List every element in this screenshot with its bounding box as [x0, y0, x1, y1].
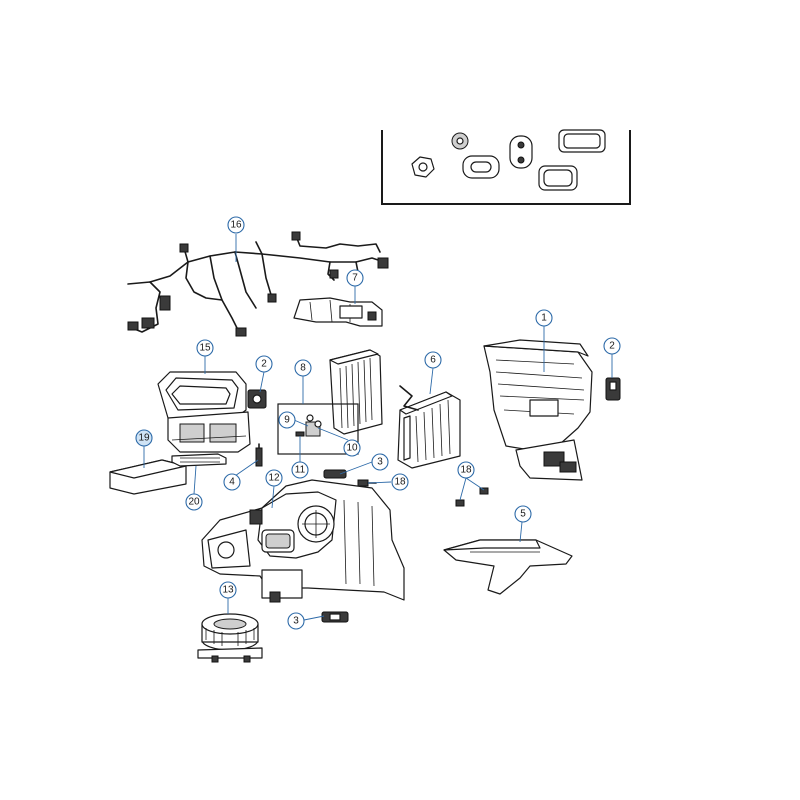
svg-text:3: 3 — [293, 616, 299, 627]
svg-text:19: 19 — [138, 433, 150, 444]
svg-text:2: 2 — [609, 341, 615, 352]
callout-3-lower: 3 — [287, 612, 305, 630]
expansion-valve-box — [277, 403, 359, 455]
floor-duct — [443, 539, 573, 595]
svg-text:20: 20 — [188, 497, 200, 508]
callout-6: 6 — [424, 351, 442, 369]
callout-9: 9 — [278, 411, 296, 429]
svg-text:10: 10 — [346, 443, 358, 454]
svg-text:2: 2 — [261, 359, 267, 370]
svg-text:18: 18 — [460, 465, 472, 476]
grommet-inset — [381, 129, 631, 205]
callout-2-left: 2 — [255, 355, 273, 373]
svg-text:11: 11 — [295, 465, 306, 476]
svg-text:6: 6 — [430, 355, 436, 366]
sensor-3-lower — [321, 611, 349, 623]
actuator-right — [605, 377, 621, 401]
callout-11: 11 — [291, 461, 309, 479]
callout-19: 19 — [135, 429, 153, 447]
evaporator-core — [329, 349, 383, 435]
callout-20: 20 — [185, 493, 203, 511]
callout-10: 10 — [343, 439, 361, 457]
svg-text:18: 18 — [394, 477, 406, 488]
svg-text:12: 12 — [268, 473, 280, 484]
cabin-air-filter — [109, 459, 187, 495]
hvac-main-case — [201, 479, 405, 603]
duct-bracket — [293, 297, 383, 327]
svg-text:3: 3 — [377, 457, 383, 468]
sensor-3-upper — [323, 469, 347, 479]
callout-16: 16 — [227, 216, 245, 234]
svg-text:5: 5 — [520, 509, 526, 520]
svg-text:16: 16 — [230, 220, 242, 231]
heater-core — [397, 385, 461, 469]
temperature-sensor — [255, 443, 263, 467]
callout-4: 4 — [223, 473, 241, 491]
actuator-left — [247, 389, 267, 409]
svg-text:1: 1 — [541, 313, 547, 324]
callout-3-upper: 3 — [371, 453, 389, 471]
wiring-harness — [127, 231, 389, 337]
air-distribution-housing — [483, 339, 593, 481]
callout-13: 13 — [219, 581, 237, 599]
callout-5: 5 — [514, 505, 532, 523]
callout-2-right: 2 — [603, 337, 621, 355]
svg-text:7: 7 — [352, 273, 358, 284]
blower-motor — [197, 613, 263, 663]
callout-18-right: 18 — [391, 473, 409, 491]
svg-text:4: 4 — [229, 477, 235, 488]
svg-text:8: 8 — [300, 363, 306, 374]
svg-text:15: 15 — [199, 343, 211, 354]
svg-text:13: 13 — [222, 585, 234, 596]
svg-text:9: 9 — [284, 415, 290, 426]
filter-door — [171, 453, 227, 467]
callout-12: 12 — [265, 469, 283, 487]
callout-7: 7 — [346, 269, 364, 287]
callout-15: 15 — [196, 339, 214, 357]
callout-18-pair: 18 — [457, 461, 475, 479]
callout-1: 1 — [535, 309, 553, 327]
callout-8: 8 — [294, 359, 312, 377]
blend-door-housing — [157, 371, 251, 453]
